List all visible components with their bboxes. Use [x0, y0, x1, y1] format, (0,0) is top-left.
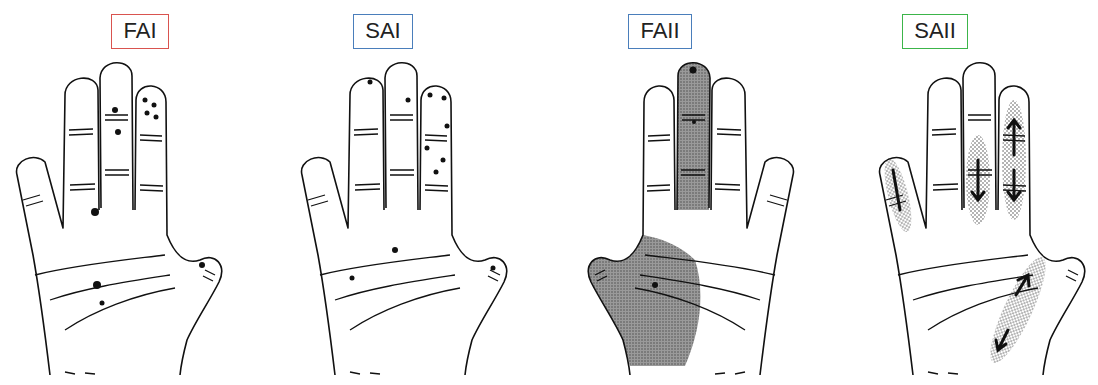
stretch-arrow: [1008, 170, 1020, 200]
stretch-arrow: [1016, 275, 1029, 295]
receptor-dot: [434, 170, 439, 175]
receptive-field: [677, 63, 710, 210]
label-box: SAII: [902, 14, 968, 49]
receptor-type-label: SAI: [365, 19, 400, 43]
receptor-dot: [392, 247, 398, 253]
receptor-dot: [350, 276, 355, 281]
stretch-arrow: [972, 160, 984, 200]
hand-outline: [588, 63, 793, 375]
receptor-dot: [93, 281, 101, 289]
stretch-arrow: [893, 170, 900, 210]
stretch-arrow: [1008, 120, 1020, 155]
receptor-dot: [428, 93, 433, 98]
receptor-dot: [406, 98, 411, 103]
hand-sai: [302, 63, 507, 375]
receptor-dot: [145, 111, 150, 116]
receptive-field: [1002, 100, 1026, 220]
hand-faii: [588, 63, 793, 375]
receptor-dots: [91, 98, 205, 306]
receptor-dot: [112, 107, 118, 113]
label-box: FAI: [111, 14, 169, 49]
receptor-type-label: FAI: [123, 19, 156, 43]
receptive-field: [981, 252, 1055, 369]
receptor-dots: [652, 67, 697, 289]
receptor-dot: [115, 129, 121, 135]
receptor-dot: [91, 208, 99, 216]
receptor-type-label: FAII: [640, 19, 679, 43]
hand-outline: [880, 63, 1085, 375]
label-box: FAII: [628, 14, 692, 49]
receptor-dot: [152, 103, 157, 108]
hand-outline: [17, 63, 222, 375]
receptor-dot: [445, 124, 450, 129]
receptor-type-label: SAII: [914, 19, 956, 43]
receptor-dot: [100, 301, 105, 306]
receptor-dot: [652, 282, 658, 288]
receptor-dots: [350, 80, 496, 281]
receptor-dot: [368, 80, 373, 85]
receptor-dot: [425, 146, 430, 151]
receptor-dot: [441, 158, 446, 163]
receptor-dot: [143, 98, 148, 103]
receptor-dot: [491, 266, 496, 271]
receptive-field: [966, 135, 990, 225]
hand-saii: [879, 63, 1084, 375]
receptor-dot: [154, 115, 159, 120]
receptor-dot: [442, 96, 447, 101]
receptor-dot: [199, 262, 205, 268]
label-box: SAI: [353, 14, 413, 49]
stretch-arrows: [893, 120, 1029, 350]
receptor-dot: [692, 120, 696, 124]
stretch-arrow: [996, 330, 1008, 350]
receptor-dot: [690, 67, 697, 74]
hand-fai: [17, 63, 222, 375]
hand-outline: [302, 63, 507, 375]
